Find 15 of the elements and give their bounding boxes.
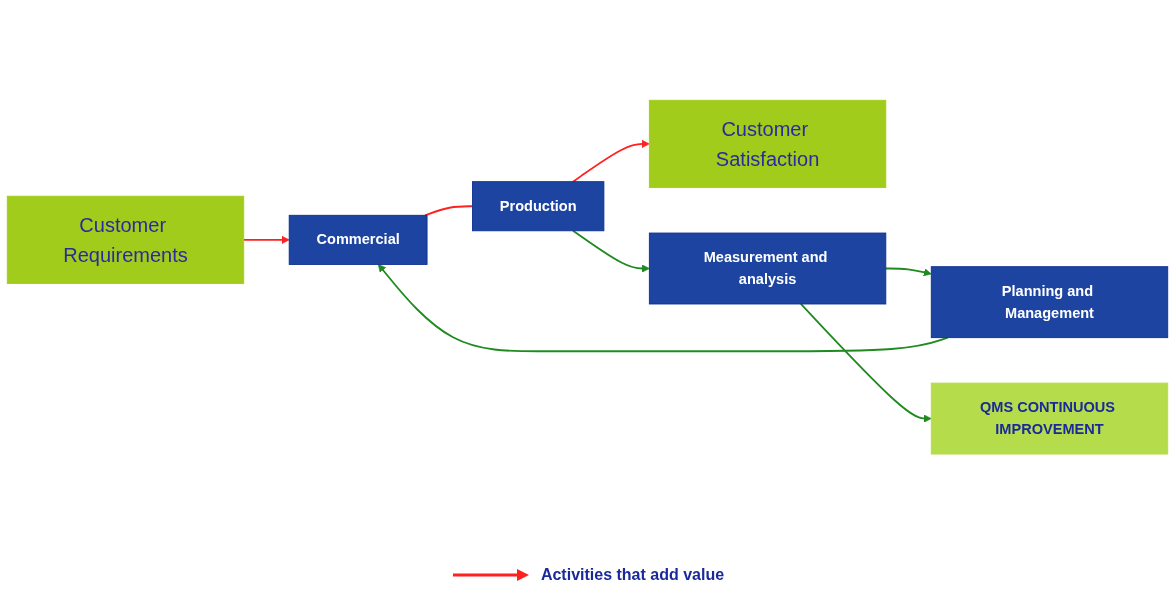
node-box: Production <box>472 181 605 232</box>
node-box: QMS CONTINUOUS IMPROVEMENT <box>930 383 1169 455</box>
arrow <box>800 303 932 423</box>
arrow <box>242 236 290 245</box>
node-box: Commercial <box>288 215 428 266</box>
node-box: Customer Satisfaction <box>648 100 887 189</box>
arrow <box>884 267 932 277</box>
arrow <box>572 230 650 273</box>
node-box: Customer Requirements <box>6 196 245 285</box>
connector <box>424 205 474 217</box>
node-box: Planning and Management <box>930 266 1169 339</box>
arrow <box>572 140 650 183</box>
legend-text: Activities that add value <box>540 566 725 584</box>
node-box: Measurement and analysis <box>648 232 887 305</box>
arrow <box>377 264 949 353</box>
